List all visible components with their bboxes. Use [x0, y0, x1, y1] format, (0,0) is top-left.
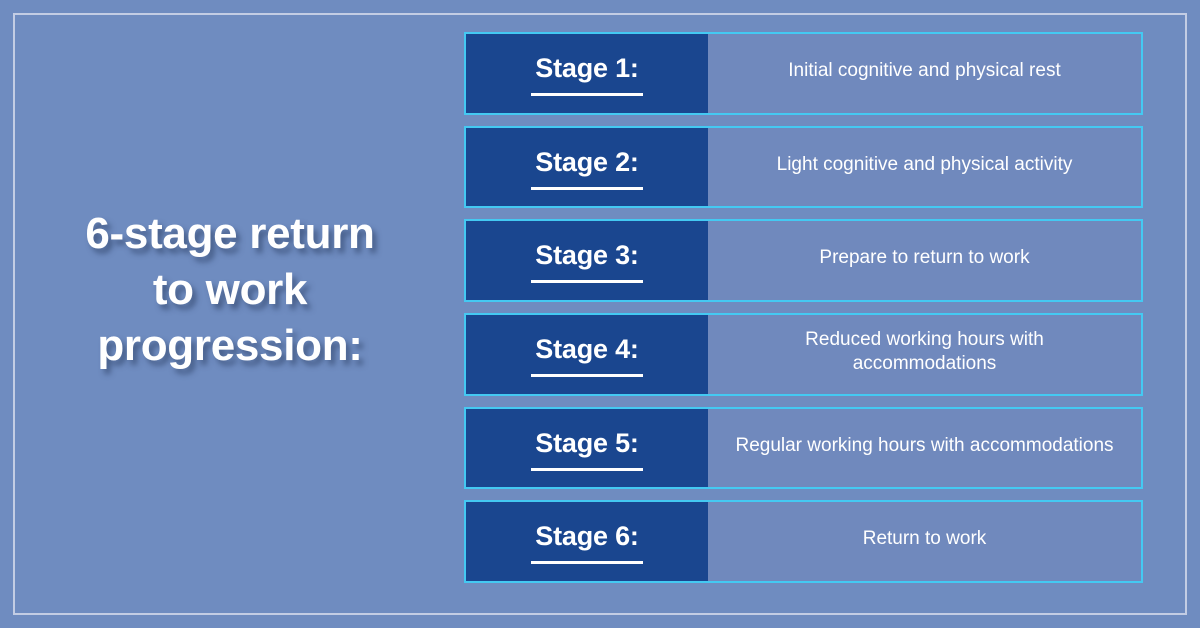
- stage-label: Stage 6:: [535, 521, 639, 552]
- stage-label-underline: [531, 373, 643, 377]
- stage-description: Prepare to return to work: [819, 247, 1030, 269]
- stage-label-underline: [531, 561, 643, 565]
- page-title-line-2: to work: [152, 264, 308, 314]
- stage-label-block: Stage 1:: [466, 34, 708, 113]
- stage-description-block: Regular working hours with accommodation…: [708, 409, 1141, 488]
- stage-row: Stage 6: Return to work: [464, 500, 1143, 584]
- stage-description-block: Light cognitive and physical activity: [708, 128, 1141, 207]
- title-area: 6-stage return to work progression:: [30, 190, 430, 390]
- page-title-line-3: progression:: [97, 321, 363, 371]
- stage-list: Stage 1: Initial cognitive and physical …: [464, 32, 1143, 584]
- stage-description-block: Prepare to return to work: [708, 221, 1141, 300]
- page-title-line-1: 6-stage return: [85, 208, 375, 258]
- stage-row: Stage 5: Regular working hours with acco…: [464, 406, 1143, 490]
- stage-description: Regular working hours with accommodation…: [735, 434, 1114, 456]
- stage-label: Stage 4:: [535, 333, 639, 364]
- stage-label-block: Stage 6:: [466, 502, 708, 582]
- stage-label: Stage 3:: [535, 240, 639, 271]
- stage-label-underline: [531, 280, 643, 284]
- stage-row: Stage 1: Initial cognitive and physical …: [464, 32, 1143, 115]
- stage-label-underline: [531, 92, 643, 96]
- stage-label: Stage 5:: [535, 427, 639, 458]
- stage-description-block: Return to work: [708, 502, 1141, 581]
- stage-label-underline: [531, 186, 643, 190]
- stage-label-block: Stage 2:: [466, 127, 708, 207]
- stage-label-underline: [531, 467, 643, 471]
- stage-row: Stage 4: Reduced working hours with acco…: [464, 313, 1143, 396]
- stage-description-block: Reduced working hours with accommodation…: [708, 315, 1141, 394]
- page-title: 6-stage return to work progression:: [85, 206, 375, 375]
- stage-label-block: Stage 5:: [466, 408, 708, 488]
- stage-label-block: Stage 3:: [466, 221, 708, 301]
- stage-label: Stage 1:: [535, 52, 639, 83]
- stage-row: Stage 3: Prepare to return to work: [464, 219, 1143, 303]
- stage-description: Return to work: [862, 528, 987, 550]
- stage-description: Reduced working hours with accommodation…: [805, 328, 1044, 375]
- stage-label-block: Stage 4:: [466, 315, 708, 394]
- stage-row: Stage 2: Light cognitive and physical ac…: [464, 125, 1143, 209]
- stage-description: Initial cognitive and physical rest: [788, 59, 1061, 81]
- stage-label: Stage 2:: [535, 146, 639, 177]
- stage-description-block: Initial cognitive and physical rest: [708, 34, 1141, 113]
- stage-description: Light cognitive and physical activity: [776, 153, 1073, 175]
